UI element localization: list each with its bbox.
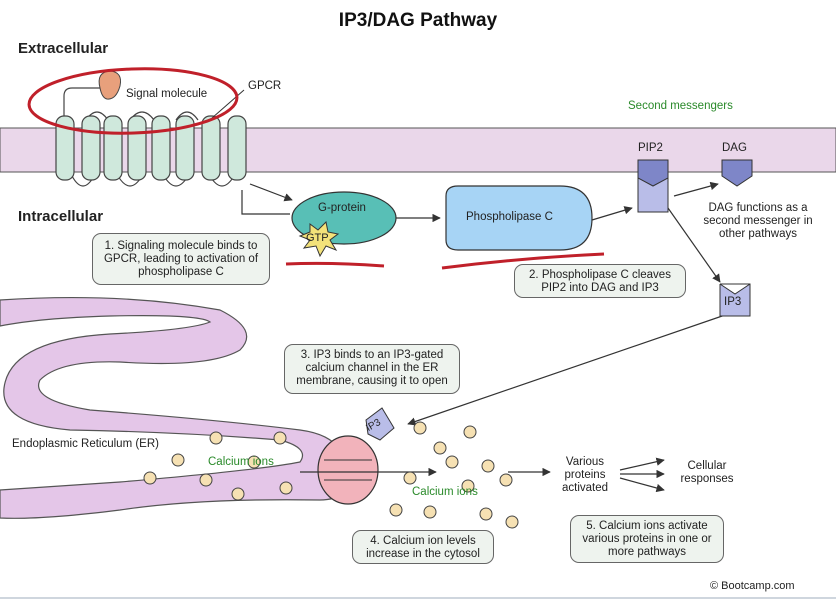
arrow-plc-to-pip2 — [591, 206, 633, 221]
signal-molecule — [98, 70, 121, 100]
calcium-ions-er-label: Calcium ions — [208, 456, 274, 468]
ip3-bound — [365, 407, 395, 441]
pip2-head — [637, 159, 669, 187]
gpcr-loops — [63, 87, 235, 187]
phospholipase-c — [445, 185, 593, 251]
phospholipase-c-label: Phospholipase C — [466, 211, 553, 223]
er-label: Endoplasmic Reticulum (ER) — [12, 438, 159, 450]
step-1-box: 1. Signaling molecule binds to GPCR, lea… — [92, 233, 270, 285]
pip2-label: PIP2 — [638, 142, 663, 154]
arrow-gpcr-down — [241, 190, 290, 215]
arrow-gpcr-to-gprotein — [249, 183, 293, 202]
dag-label: DAG — [722, 142, 747, 154]
gtp-label: GTP — [306, 232, 329, 244]
annotation-underline-gprotein — [285, 261, 385, 268]
step-2-box: 2. Phospholipase C cleaves PIP2 into DAG… — [514, 264, 686, 298]
arrow-to-responses-3 — [619, 477, 665, 493]
arrow-pip2-to-ip3 — [667, 207, 721, 283]
step-5-box: 5. Calcium ions activate various protein… — [570, 515, 724, 563]
ip3-molecule — [719, 283, 751, 317]
dag-note: DAG functions as a second messenger in o… — [703, 202, 813, 240]
diagram-title: IP3/DAG Pathway — [338, 10, 498, 31]
ip3-label: IP3 — [724, 296, 742, 308]
g-protein-label: G-protein — [318, 202, 366, 214]
various-proteins-label: Various proteins activated — [561, 456, 609, 494]
step-3-box: 3. IP3 binds to an IP3-gated calcium cha… — [284, 344, 460, 394]
arrow-pip2-to-dag — [673, 181, 719, 197]
second-messengers-label: Second messengers — [628, 100, 733, 112]
copyright: © Bootcamp.com — [710, 580, 795, 592]
gtp-star — [298, 220, 340, 258]
intracellular-label: Intracellular — [18, 208, 104, 225]
annotation-underline-plc — [441, 252, 605, 270]
annotation-circle — [27, 67, 239, 135]
ip3-gated-channel — [317, 435, 379, 505]
step-4-box: 4. Calcium ion levels increase in the cy… — [352, 530, 494, 564]
extracellular-label: Extracellular — [18, 40, 109, 57]
gpcr-label: GPCR — [248, 80, 282, 92]
signal-molecule-label: Signal molecule — [126, 88, 208, 100]
calcium-ions-cytosol-label: Calcium ions — [412, 486, 478, 498]
arrow-ip3-to-channel — [407, 313, 729, 426]
dag-molecule — [721, 159, 753, 187]
gpcr-pointer — [211, 89, 245, 119]
calcium-ions — [143, 421, 519, 529]
cellular-responses-label: Cellular responses — [680, 460, 734, 485]
endoplasmic-reticulum — [0, 296, 361, 519]
arrow-to-responses-1 — [619, 457, 665, 471]
